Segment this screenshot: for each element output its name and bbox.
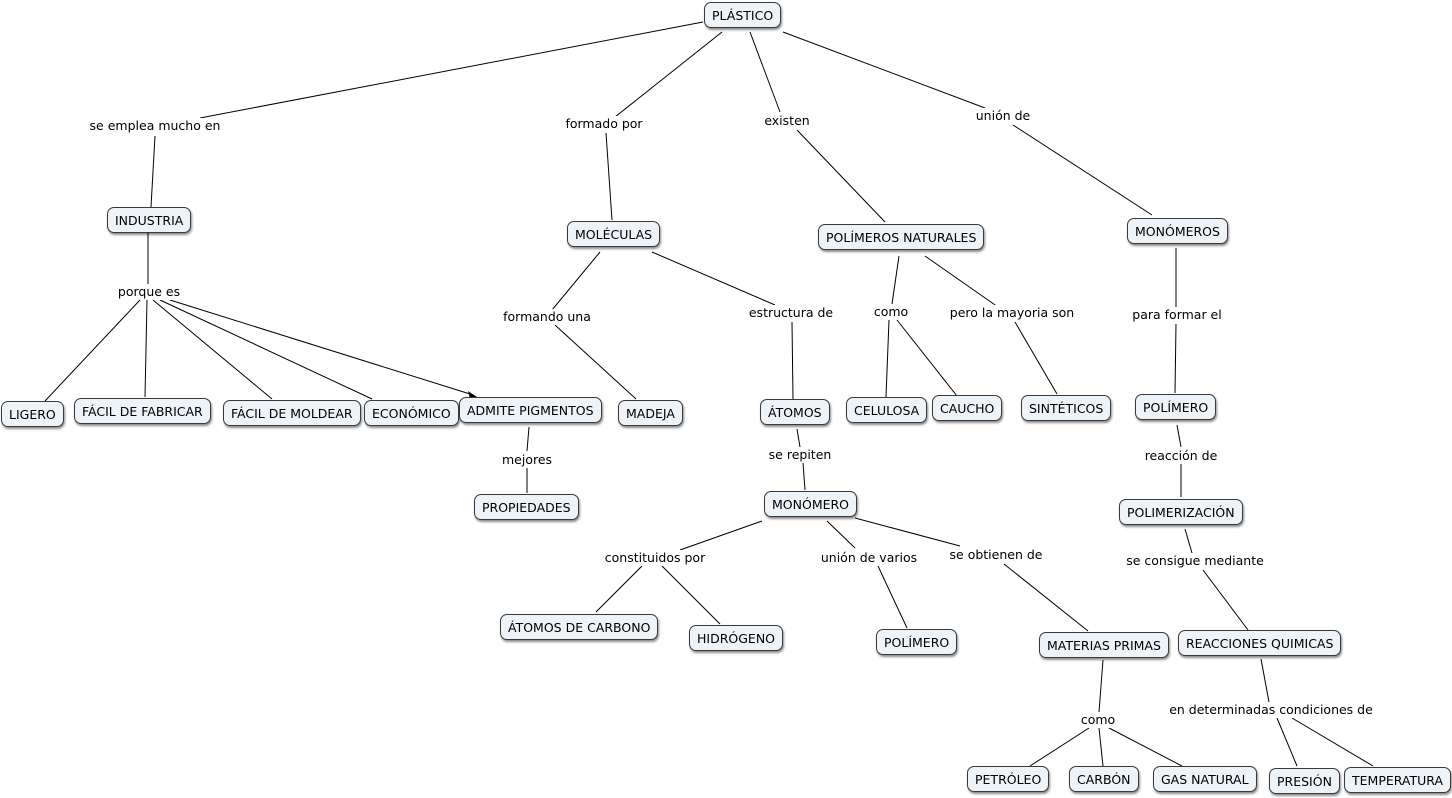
link-union-varios[interactable]: unión de varios [818,550,920,566]
link-se-repiten[interactable]: se repiten [766,447,834,463]
node-hidrogeno[interactable]: HIDRÓGENO [689,625,784,651]
link-mejores[interactable]: mejores [499,452,555,468]
node-atomos[interactable]: ÁTOMOS [760,399,830,425]
node-polimeros-naturales[interactable]: POLÍMEROS NATURALES [818,224,985,250]
link-existen[interactable]: existen [762,113,812,129]
node-presion[interactable]: PRESIÓN [1269,768,1340,794]
node-polimero-center[interactable]: POLÍMERO [876,629,958,655]
node-ligero[interactable]: LIGERO [1,401,64,427]
link-se-obtienen[interactable]: se obtienen de [947,547,1045,563]
node-carbon[interactable]: CARBÓN [1069,766,1139,792]
node-industria[interactable]: INDUSTRIA [107,207,192,233]
node-atomos-carbono[interactable]: ÁTOMOS DE CARBONO [500,614,659,640]
node-facil-fabricar[interactable]: FÁCIL DE FABRICAR [74,398,211,424]
node-sinteticos[interactable]: SINTÉTICOS [1021,395,1112,421]
node-monomeros[interactable]: MONÓMEROS [1127,218,1228,244]
node-reacciones-quimicas[interactable]: REACCIONES QUIMICAS [1178,630,1342,656]
node-moleculas[interactable]: MOLÉCULAS [567,221,661,247]
node-propiedades[interactable]: PROPIEDADES [474,494,579,520]
link-porque-es[interactable]: porque es [115,284,183,300]
link-estructura-de[interactable]: estructura de [746,305,836,321]
node-materias-primas[interactable]: MATERIAS PRIMAS [1039,632,1169,658]
node-economico[interactable]: ECONÓMICO [364,400,459,426]
node-gas-natural[interactable]: GAS NATURAL [1153,766,1257,792]
node-admite-pigmentos[interactable]: ADMITE PIGMENTOS [459,397,602,423]
node-monomero[interactable]: MONÓMERO [764,491,858,517]
link-en-determinadas[interactable]: en determinadas condiciones de [1167,702,1375,718]
node-madeja[interactable]: MADEJA [618,400,683,426]
node-temperatura[interactable]: TEMPERATURA [1344,767,1452,793]
node-plastico[interactable]: PLÁSTICO [704,2,782,28]
link-reaccion-de[interactable]: reacción de [1142,448,1220,464]
link-union-de[interactable]: unión de [973,108,1033,124]
link-formando-una[interactable]: formando una [501,309,593,325]
link-formado-por[interactable]: formado por [563,116,645,132]
link-como-materias[interactable]: como [1078,712,1118,728]
node-petroleo[interactable]: PETRÓLEO [967,766,1050,792]
node-polimerizacion[interactable]: POLIMERIZACIÓN [1119,499,1243,525]
node-polimero-right[interactable]: POLÍMERO [1135,394,1217,420]
link-se-consigue[interactable]: se consigue mediante [1124,553,1266,569]
link-como-naturales[interactable]: como [871,304,911,320]
link-pero-mayoria[interactable]: pero la mayoria son [947,305,1077,321]
link-se-emplea[interactable]: se emplea mucho en [87,118,223,134]
node-caucho[interactable]: CAUCHO [932,395,1003,421]
node-celulosa[interactable]: CELULOSA [846,397,928,423]
link-constituidos-por[interactable]: constituidos por [602,550,708,566]
node-facil-moldear[interactable]: FÁCIL DE MOLDEAR [223,400,361,426]
link-para-formar[interactable]: para formar el [1130,307,1224,323]
